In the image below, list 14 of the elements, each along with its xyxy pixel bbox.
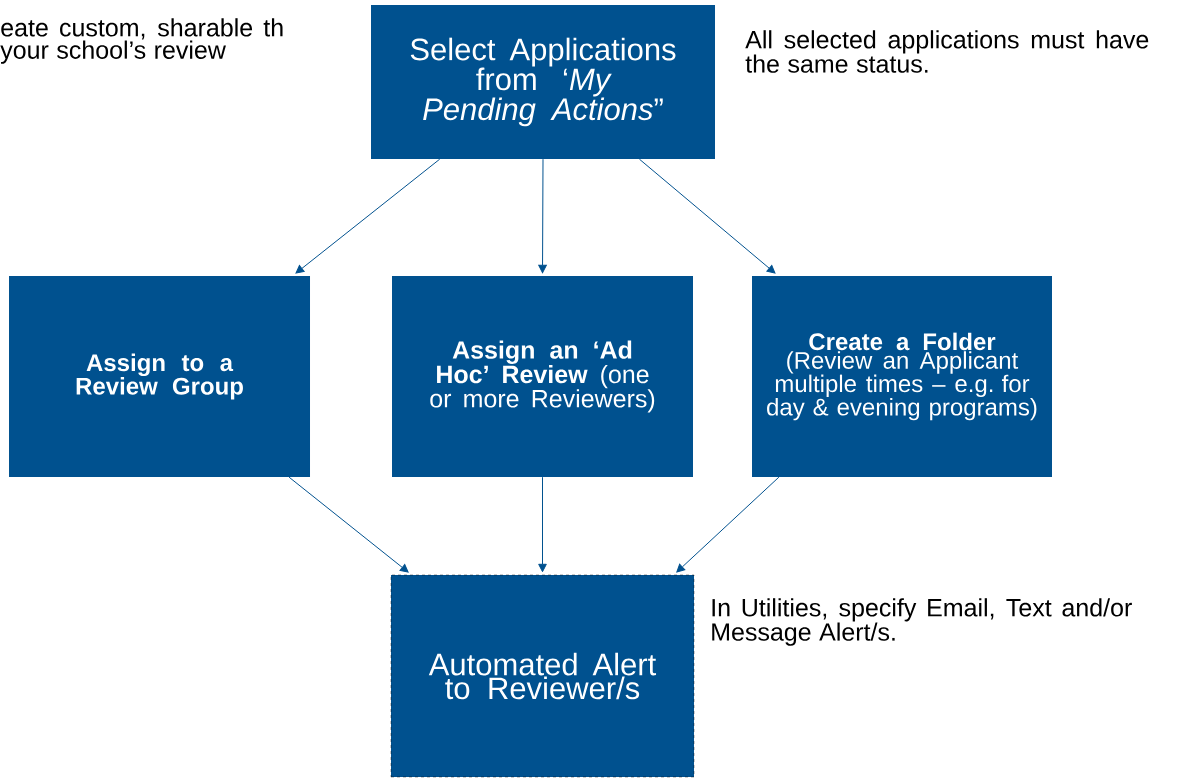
note-text: All selected applications must have the same status. (745, 30, 1149, 73)
arrow (538, 158, 547, 274)
arrow (638, 158, 776, 274)
arrow (538, 476, 547, 573)
arrow (295, 158, 441, 274)
process-box: Select Applications from ‘My Pending Actions” (371, 5, 715, 159)
process-box: Assign an ‘Ad Hoc’ Review (one or more Reviewers) (392, 276, 693, 477)
note-text: In Utilities, specify Email, Text and/or Message Alert/s. (712, 598, 1132, 646)
note-text: eate custom, sharable th your school’s review (0, 18, 283, 64)
arrow (288, 476, 409, 573)
process-box: Create a Folder (Review an Applicant multiple times – e.g. for day & evening programs) (752, 276, 1052, 477)
arrow (676, 476, 780, 573)
process-box: Assign to a Review Group (9, 276, 310, 477)
process-box: Automated Alert to Reviewer/s (390, 574, 695, 778)
